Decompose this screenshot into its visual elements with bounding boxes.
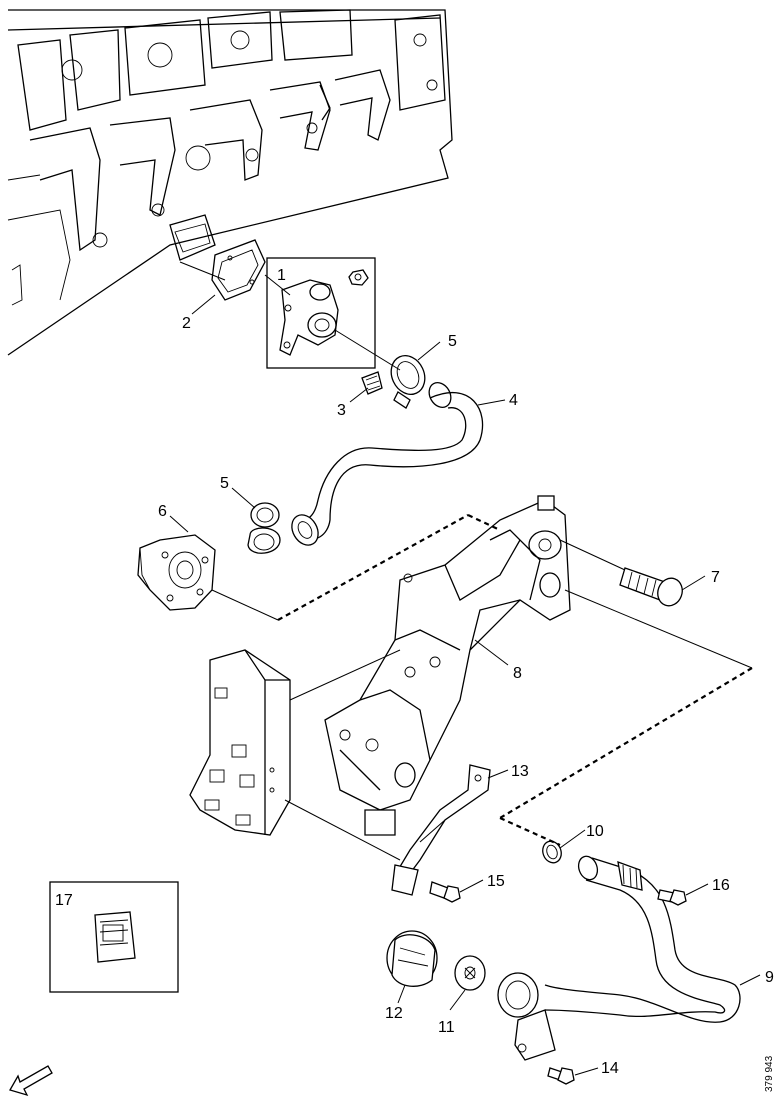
assembly-dashed-lines bbox=[277, 514, 753, 847]
front-direction-arrow-icon bbox=[9, 1065, 53, 1097]
label-part-15: 15 bbox=[487, 873, 505, 890]
seal-part-11 bbox=[454, 955, 486, 991]
label-part-16: 16 bbox=[712, 877, 730, 894]
label-part-12: 12 bbox=[385, 1005, 403, 1022]
label-part-4: 4 bbox=[509, 392, 518, 409]
label-part-6: 6 bbox=[158, 503, 167, 520]
hose-clamp-part-5-upper bbox=[390, 355, 426, 409]
gasket-part-2 bbox=[211, 239, 266, 301]
part-number-labels: 1 2 3 4 5 5 6 7 8 9 10 11 12 13 14 15 16… bbox=[55, 267, 774, 1077]
assembly-lines bbox=[179, 261, 753, 861]
flange-housing-part-6 bbox=[137, 534, 216, 611]
label-part-13: 13 bbox=[511, 763, 529, 780]
label-part-7: 7 bbox=[711, 569, 720, 586]
hose-clamp-part-5-lower bbox=[247, 502, 281, 554]
label-part-11: 11 bbox=[438, 1019, 455, 1036]
engine-block bbox=[7, 9, 453, 356]
housing-part-1 bbox=[266, 257, 376, 369]
coolant-pipe-part-9 bbox=[497, 855, 741, 1061]
label-part-14: 14 bbox=[601, 1060, 619, 1077]
label-part-5-upper: 5 bbox=[448, 333, 457, 350]
mounting-bracket-part-8 bbox=[324, 495, 571, 836]
label-part-9: 9 bbox=[765, 969, 774, 986]
mounting-plate bbox=[189, 649, 291, 836]
label-part-5-lower: 5 bbox=[220, 475, 229, 492]
label-part-8: 8 bbox=[513, 665, 522, 682]
label-part-3: 3 bbox=[337, 402, 346, 419]
label-part-10: 10 bbox=[586, 823, 604, 840]
screw-part-14 bbox=[547, 1067, 575, 1085]
support-bracket-part-13 bbox=[391, 764, 491, 896]
callout-leaders bbox=[169, 294, 761, 1076]
filler-cap-part-12 bbox=[386, 930, 438, 987]
label-part-17: 17 bbox=[55, 892, 73, 909]
o-ring-part-10 bbox=[542, 840, 562, 864]
inset-part-17 bbox=[49, 881, 179, 993]
label-part-1: 1 bbox=[277, 267, 286, 284]
screw-part-16 bbox=[657, 889, 687, 906]
screw-part-15 bbox=[429, 881, 461, 903]
coolant-hose-part-4 bbox=[291, 382, 484, 546]
label-part-2: 2 bbox=[182, 315, 191, 332]
figure-reference-number: 379 943 bbox=[764, 1055, 775, 1092]
bolt-part-7 bbox=[619, 567, 683, 607]
